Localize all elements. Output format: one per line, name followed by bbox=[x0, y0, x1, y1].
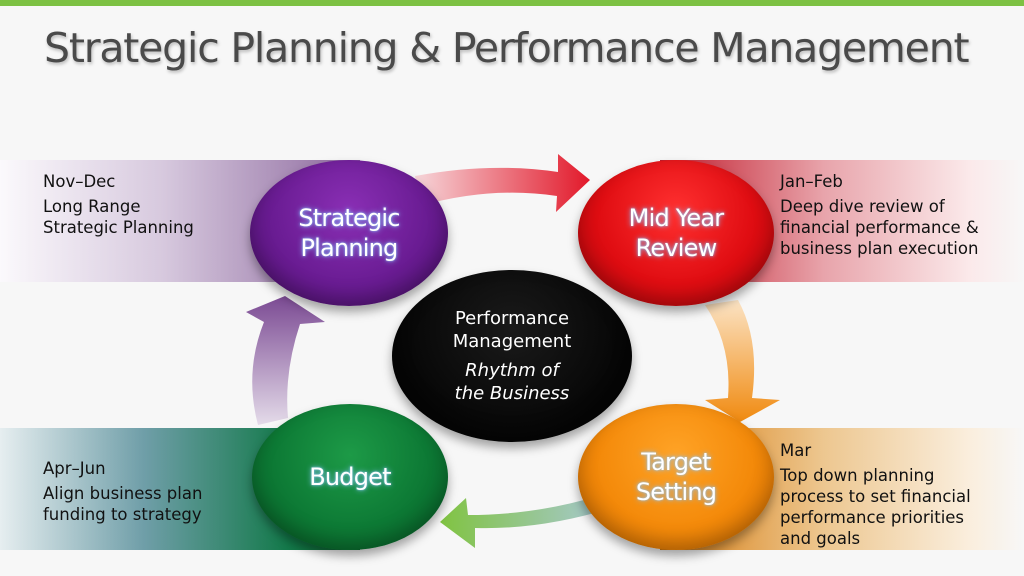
strategic-planning-details: Nov–Dec Long Range Strategic Planning bbox=[43, 171, 263, 238]
target-setting-period: Mar bbox=[780, 441, 812, 460]
page-title: Strategic Planning & Performance Managem… bbox=[44, 24, 970, 72]
strategic-planning-node: Strategic Planning bbox=[250, 160, 448, 306]
mid-year-review-period: Jan–Feb bbox=[780, 172, 843, 191]
mid-year-review-details: Jan–Feb Deep dive review of financial pe… bbox=[780, 171, 1016, 259]
strategic-planning-label: Strategic Planning bbox=[298, 204, 400, 262]
target-setting-label: Target Setting bbox=[635, 448, 717, 506]
mid-year-review-description: Deep dive review of financial performanc… bbox=[780, 197, 979, 258]
target-setting-details: Mar Top down planning process to set fin… bbox=[780, 440, 1016, 549]
mid-year-review-label: Mid Year Review bbox=[628, 204, 724, 262]
target-setting-description: Top down planning process to set financi… bbox=[780, 466, 971, 548]
strategic-planning-description: Long Range Strategic Planning bbox=[43, 197, 194, 237]
strategic-planning-period: Nov–Dec bbox=[43, 172, 116, 191]
budget-label: Budget bbox=[309, 463, 391, 491]
center-title: Performance Management bbox=[452, 308, 572, 352]
budget-node: Budget bbox=[252, 404, 448, 550]
top-accent-bar bbox=[0, 0, 1024, 6]
arrow-to-strategic-planning bbox=[246, 296, 325, 425]
arrow-to-budget bbox=[440, 496, 612, 548]
target-setting-node: Target Setting bbox=[578, 404, 774, 550]
budget-period: Apr–Jun bbox=[43, 459, 106, 478]
budget-description: Align business plan funding to strategy bbox=[43, 484, 203, 524]
center-subtitle: Rhythm of the Business bbox=[454, 360, 570, 404]
performance-management-center: Performance Management Rhythm of the Bus… bbox=[392, 270, 632, 442]
arrow-to-mid-year-review bbox=[415, 154, 590, 212]
arrow-to-target-setting bbox=[705, 300, 780, 422]
budget-details: Apr–Jun Align business plan funding to s… bbox=[43, 458, 263, 525]
mid-year-review-node: Mid Year Review bbox=[578, 160, 774, 306]
